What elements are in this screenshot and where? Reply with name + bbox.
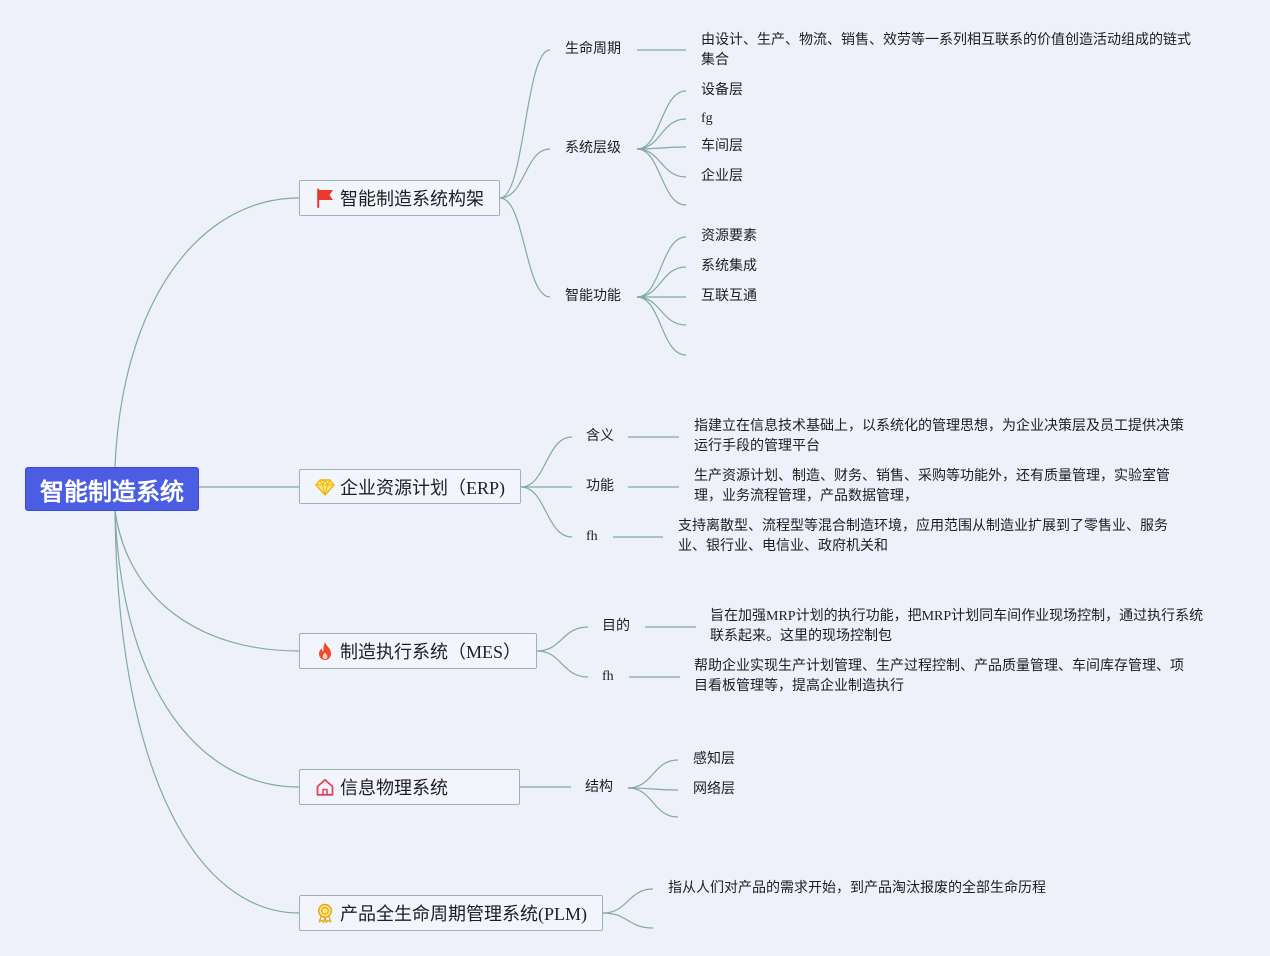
subtopic-label: 含义 xyxy=(586,429,614,444)
leaf-label: 互联互通 xyxy=(701,289,757,304)
connector-root-branch-cps xyxy=(114,510,300,788)
connector-plm-definition xyxy=(602,888,654,914)
connector-structure-item xyxy=(627,759,679,789)
connector-functions-empty-item xyxy=(636,296,687,326)
branch-topic-erp[interactable]: 企业资源计划（ERP) xyxy=(299,469,521,504)
detail-line: 由设计、生产、物流、销售、效劳等一系列相互联系的价值创造活动组成的链式 xyxy=(701,33,1191,48)
subtopic-label: 功能 xyxy=(586,479,614,494)
connector-levels-empty-item xyxy=(636,148,687,206)
leaf-label: 设备层 xyxy=(701,83,743,98)
subtopic-label: 结构 xyxy=(585,780,613,795)
connector-root-branch-plm xyxy=(114,510,300,914)
detail-line: 联系起来。这里的现场控制包 xyxy=(710,629,892,644)
root-topic[interactable]: 智能制造系统 xyxy=(25,467,199,511)
detail-mes-purpose[interactable]: 旨在加强MRP计划的执行功能，把MRP计划同车间作业现场控制，通过执行系统 联系… xyxy=(710,607,1203,647)
leaf-topic[interactable]: 设备层 xyxy=(701,81,743,101)
branch-topic-label: 制造执行系统（MES） xyxy=(340,642,522,662)
leaf-label: 企业层 xyxy=(701,169,743,184)
subtopic-label: 生命周期 xyxy=(565,42,621,57)
detail-mes-fh[interactable]: 帮助企业实现生产计划管理、生产过程控制、产品质量管理、车间库存管理、项 目看板管… xyxy=(694,657,1184,697)
connector-erp-meaning xyxy=(520,436,573,488)
connector-structure-empty-item xyxy=(627,787,679,818)
detail-line: 指建立在信息技术基础上，以系统化的管理思想，为企业决策层及员工提供决策 xyxy=(694,419,1184,434)
subtopic-label: fh xyxy=(586,529,598,544)
leaf-topic[interactable]: 车间层 xyxy=(701,137,743,157)
detail-erp-meaning[interactable]: 指建立在信息技术基础上，以系统化的管理思想，为企业决策层及员工提供决策 运行手段… xyxy=(694,417,1184,457)
branch-topic-plm[interactable]: 产品全生命周期管理系统(PLM) xyxy=(299,895,603,931)
leaf-topic[interactable]: 感知层 xyxy=(693,750,735,770)
connector-root-branch-architecture xyxy=(114,197,300,468)
detail-lifecycle[interactable]: 由设计、生产、物流、销售、效劳等一系列相互联系的价值创造活动组成的链式 集合 xyxy=(701,31,1191,71)
leaf-topic[interactable]: 企业层 xyxy=(701,167,743,187)
leaf-topic[interactable]: 网络层 xyxy=(693,780,735,800)
detail-line: 目看板管理等，提高企业制造执行 xyxy=(694,679,904,694)
detail-line: 支持离散型、流程型等混合制造环境，应用范围从制造业扩展到了零售业、服务 xyxy=(678,519,1168,534)
leaf-label: 资源要素 xyxy=(701,229,757,244)
connector-architecture-levels xyxy=(499,148,551,199)
leaf-topic[interactable]: fg xyxy=(701,109,713,129)
branch-topic-mes[interactable]: 制造执行系统（MES） xyxy=(299,633,537,669)
branch-topic-label: 产品全生命周期管理系统(PLM) xyxy=(340,904,587,924)
detail-line: 理，业务流程管理，产品数据管理， xyxy=(694,489,918,504)
house-icon xyxy=(316,778,334,796)
connector-erp-fh xyxy=(520,486,573,538)
subtopic-meaning[interactable]: 含义 xyxy=(586,427,614,447)
connector-functions-item xyxy=(636,266,687,298)
subtopic-smart-functions[interactable]: 智能功能 xyxy=(565,287,621,307)
connector-mes-purpose xyxy=(536,626,589,652)
leaf-topic[interactable]: 互联互通 xyxy=(701,287,757,307)
connector-functions-empty-item xyxy=(636,296,687,356)
connector-functions-item xyxy=(636,236,687,298)
flag-icon xyxy=(317,188,333,208)
branch-topic-architecture[interactable]: 智能制造系统构架 xyxy=(299,180,500,216)
detail-line: 运行手段的管理平台 xyxy=(694,439,820,454)
connector-plm-empty-item xyxy=(602,912,654,929)
leaf-label: fg xyxy=(701,111,713,126)
medal-icon xyxy=(317,903,333,923)
fire-icon xyxy=(319,642,331,660)
subtopic-system-levels[interactable]: 系统层级 xyxy=(565,139,621,159)
detail-erp-function[interactable]: 生产资源计划、制造、财务、销售、采购等功能外，还有质量管理，实验室管 理，业务流… xyxy=(694,467,1170,507)
subtopic-function[interactable]: 功能 xyxy=(586,477,614,497)
detail-line: 旨在加强MRP计划的执行功能，把MRP计划同车间作业现场控制，通过执行系统 xyxy=(710,609,1204,624)
subtopic-plm-definition[interactable]: 指从人们对产品的需求开始，到产品淘汰报废的全部生命历程 xyxy=(668,879,1046,899)
subtopic-label: 智能功能 xyxy=(565,289,621,304)
detail-erp-fh[interactable]: 支持离散型、流程型等混合制造环境，应用范围从制造业扩展到了零售业、服务 业、银行… xyxy=(678,517,1168,557)
branch-topic-label: 智能制造系统构架 xyxy=(340,189,484,209)
subtopic-label: fh xyxy=(602,669,614,684)
subtopic-fh[interactable]: fh xyxy=(602,667,614,687)
subtopic-lifecycle[interactable]: 生命周期 xyxy=(565,40,621,60)
leaf-label: 网络层 xyxy=(693,782,735,797)
leaf-label: 系统集成 xyxy=(701,259,757,274)
connector-architecture-functions xyxy=(499,197,551,298)
leaf-topic[interactable]: 资源要素 xyxy=(701,227,757,247)
detail-line: 生产资源计划、制造、财务、销售、采购等功能外，还有质量管理，实验室管 xyxy=(694,469,1170,484)
connector-levels-item xyxy=(636,118,687,150)
connector-levels-item xyxy=(636,90,687,150)
connector-architecture-lifecycle xyxy=(499,49,551,199)
subtopic-label: 系统层级 xyxy=(565,141,621,156)
detail-line: 业、银行业、电信业、政府机关和 xyxy=(678,539,888,554)
branch-topic-label: 企业资源计划（ERP) xyxy=(340,477,506,498)
branch-topic-label: 信息物理系统 xyxy=(340,778,448,798)
connector-root-branch-mes xyxy=(114,510,300,652)
branch-topic-cps[interactable]: 信息物理系统 xyxy=(299,769,520,805)
subtopic-label: 目的 xyxy=(602,619,630,634)
detail-line: 帮助企业实现生产计划管理、生产过程控制、产品质量管理、车间库存管理、项 xyxy=(694,659,1184,674)
subtopic-label: 指从人们对产品的需求开始，到产品淘汰报废的全部生命历程 xyxy=(668,881,1046,896)
subtopic-purpose[interactable]: 目的 xyxy=(602,617,630,637)
subtopic-structure[interactable]: 结构 xyxy=(585,778,613,798)
leaf-label: 车间层 xyxy=(701,139,743,154)
leaf-topic[interactable]: 系统集成 xyxy=(701,257,757,277)
subtopic-fh[interactable]: fh xyxy=(586,527,598,547)
connector-mes-fh xyxy=(536,650,589,678)
leaf-label: 感知层 xyxy=(693,752,735,767)
diamond-icon xyxy=(315,478,335,496)
connector-levels-item xyxy=(636,148,687,178)
root-topic-label: 智能制造系统 xyxy=(40,479,184,506)
detail-line: 集合 xyxy=(701,53,729,68)
